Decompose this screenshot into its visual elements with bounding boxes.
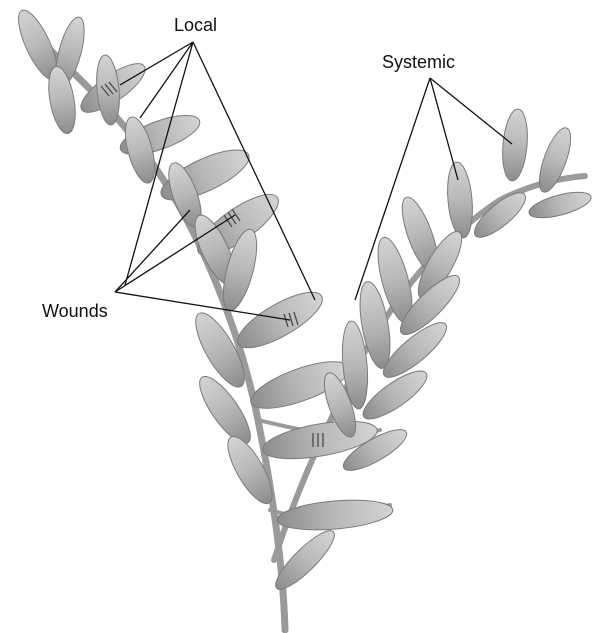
wounds-label: Wounds bbox=[42, 302, 108, 320]
systemic-label: Systemic bbox=[382, 53, 455, 71]
leaf bbox=[445, 161, 476, 239]
leaf bbox=[94, 54, 122, 126]
systemic-leader-line bbox=[430, 78, 458, 180]
systemic-leader-line bbox=[430, 78, 512, 144]
leaf bbox=[500, 108, 530, 182]
local-leader-line bbox=[120, 42, 193, 85]
local-label: Local bbox=[174, 16, 217, 34]
local-leader-line bbox=[140, 42, 193, 118]
leaf bbox=[533, 124, 577, 195]
leaf bbox=[527, 187, 592, 223]
